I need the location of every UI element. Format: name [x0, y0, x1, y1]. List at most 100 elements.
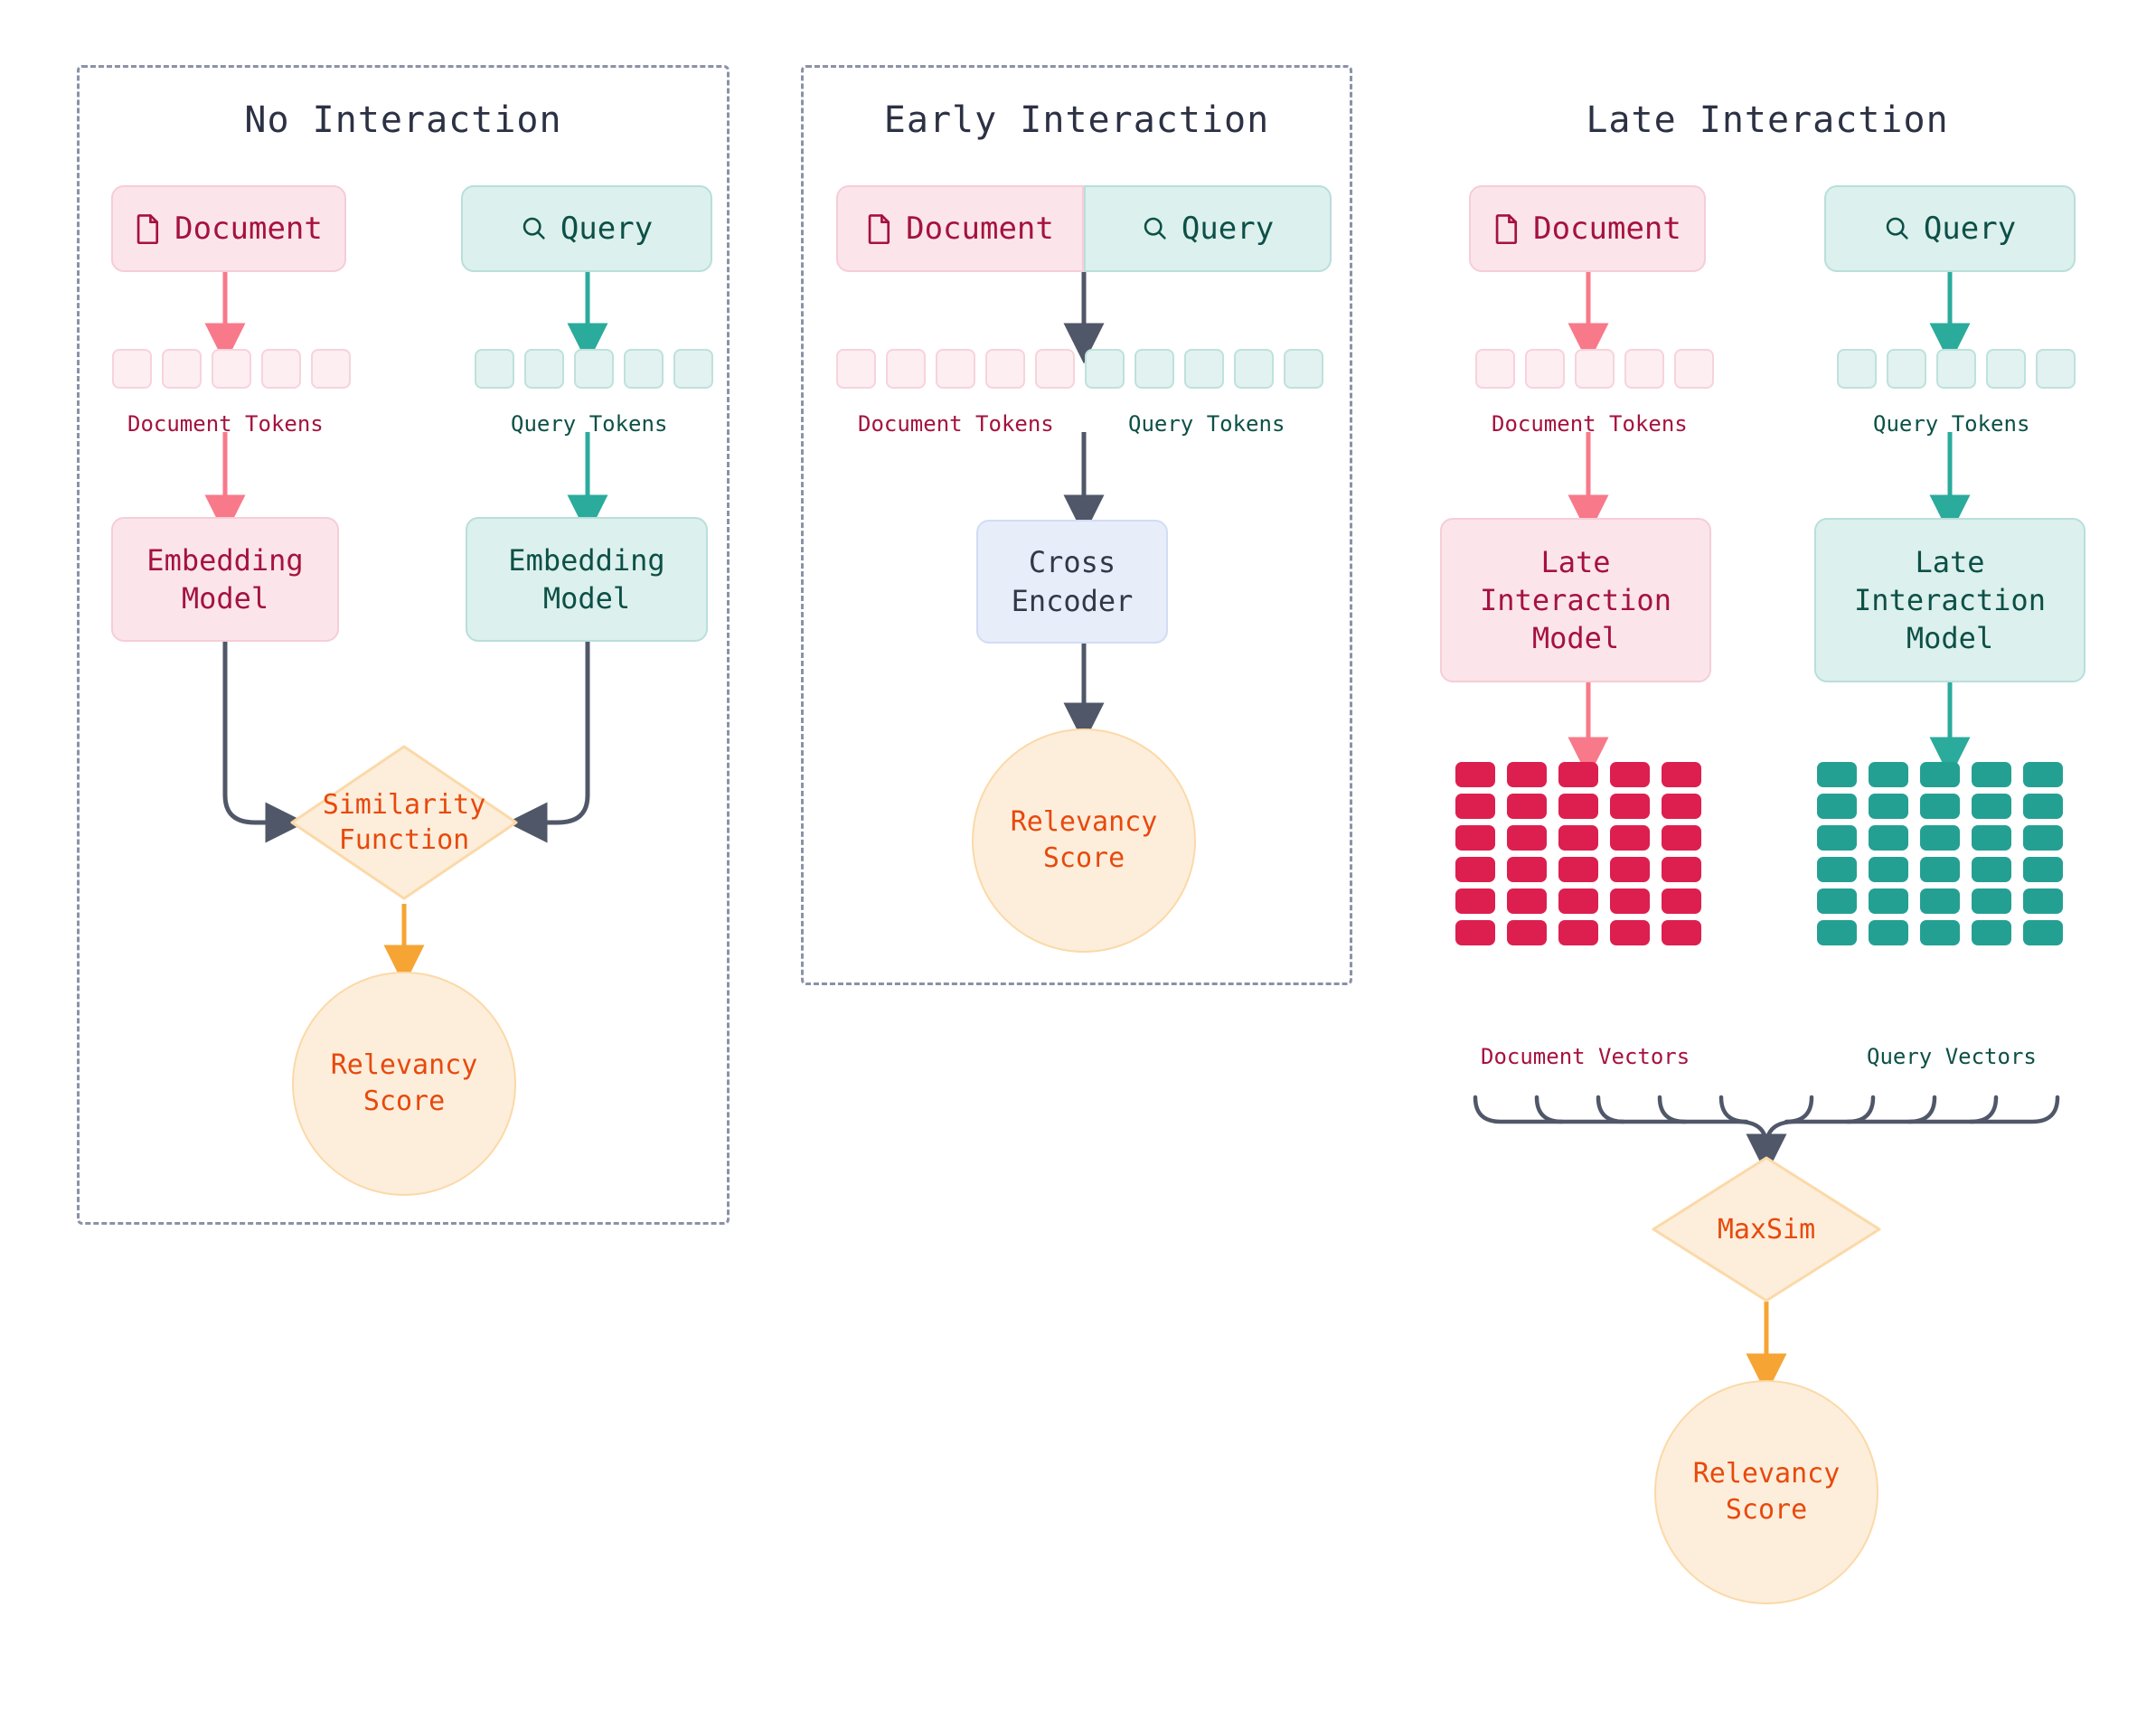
vector-cell [1610, 794, 1650, 819]
token-chip [1525, 349, 1565, 389]
document-node-label: Document [174, 210, 323, 247]
vector-cell [1869, 920, 1908, 945]
token-chip [311, 349, 351, 389]
vector-cell [1920, 794, 1960, 819]
vector-cell [1558, 888, 1598, 914]
token-chip [985, 349, 1025, 389]
token-chip [212, 349, 251, 389]
query-tokens-caption: Query Tokens [1873, 411, 2030, 437]
vector-cell [1662, 825, 1701, 851]
token-chip [261, 349, 301, 389]
panel-title-early-interaction: Early Interaction [883, 99, 1270, 141]
token-chip [574, 349, 614, 389]
document-tokens-late-interaction [1475, 349, 1714, 389]
token-chip [1837, 349, 1877, 389]
search-icon [521, 215, 548, 242]
vector-cell [1972, 825, 2011, 851]
vector-cell [1455, 857, 1495, 882]
document-node-early-interaction[interactable]: Document [836, 185, 1084, 272]
document-icon [1493, 213, 1520, 244]
token-chip [1284, 349, 1323, 389]
token-chip [1475, 349, 1515, 389]
token-chip [112, 349, 152, 389]
token-chip [1674, 349, 1714, 389]
document-node-no-interaction[interactable]: Document [111, 185, 346, 272]
query-tokens-caption: Query Tokens [511, 411, 668, 437]
token-chip [1184, 349, 1224, 389]
vector-cell [1869, 888, 1908, 914]
query-node-label: Query [1181, 210, 1275, 247]
vector-cell [1972, 857, 2011, 882]
panel-title-no-interaction: No Interaction [244, 99, 562, 141]
token-chip [524, 349, 564, 389]
relevancy-score-node-no-interaction[interactable]: Relevancy Score [292, 972, 516, 1196]
document-icon [866, 213, 893, 244]
token-chip [1887, 349, 1926, 389]
relevancy-score-node-early-interaction[interactable]: Relevancy Score [972, 729, 1196, 953]
token-chip [624, 349, 664, 389]
token-chip [673, 349, 713, 389]
vector-cell [1610, 920, 1650, 945]
query-tokens-caption: Query Tokens [1128, 411, 1285, 437]
similarity-function-node[interactable]: Similarity Function [287, 741, 522, 904]
vector-cell [2023, 762, 2063, 787]
vector-cell [1558, 920, 1598, 945]
vector-cell [1558, 762, 1598, 787]
document-node-late-interaction[interactable]: Document [1469, 185, 1706, 272]
vector-cell [1869, 794, 1908, 819]
token-chip [2036, 349, 2076, 389]
query-tokens-no-interaction [475, 349, 713, 389]
vector-cell [1972, 794, 2011, 819]
relevancy-score-node-late-interaction[interactable]: Relevancy Score [1654, 1380, 1878, 1604]
query-late-interaction-model-node[interactable]: Late Interaction Model [1814, 518, 2085, 682]
vector-cell [1455, 825, 1495, 851]
token-chip [1936, 349, 1976, 389]
vector-cell [1455, 888, 1495, 914]
maxsim-node[interactable]: MaxSim [1649, 1153, 1884, 1305]
vector-cell [2023, 794, 2063, 819]
vector-cell [1558, 857, 1598, 882]
query-embedding-model-node[interactable]: Embedding Model [466, 517, 708, 642]
document-tokens-caption: Document Tokens [858, 411, 1054, 437]
query-node-label: Query [560, 210, 654, 247]
query-node-early-interaction[interactable]: Query [1084, 185, 1332, 272]
token-chip [1234, 349, 1274, 389]
token-chip [1986, 349, 2026, 389]
token-chip [836, 349, 876, 389]
cross-encoder-node[interactable]: Cross Encoder [976, 520, 1168, 644]
query-node-no-interaction[interactable]: Query [461, 185, 712, 272]
document-tokens-early-interaction [836, 349, 1075, 389]
vector-cell [2023, 857, 2063, 882]
query-node-label: Query [1923, 210, 2017, 247]
search-icon [1884, 215, 1911, 242]
vector-cell [1610, 825, 1650, 851]
vector-cell [1869, 762, 1908, 787]
query-tokens-early-interaction [1085, 349, 1323, 389]
vector-cell [1817, 794, 1857, 819]
query-node-late-interaction[interactable]: Query [1824, 185, 2076, 272]
vector-cell [1558, 794, 1598, 819]
vector-cell [1455, 762, 1495, 787]
vector-cell [1507, 794, 1547, 819]
token-chip [886, 349, 926, 389]
panel-early-interaction [801, 65, 1352, 985]
vector-cell [1662, 888, 1701, 914]
vector-cell [2023, 825, 2063, 851]
vector-cell [1662, 920, 1701, 945]
maxsim-label: MaxSim [1717, 1213, 1816, 1246]
vector-cell [1455, 920, 1495, 945]
document-tokens-caption: Document Tokens [127, 411, 324, 437]
document-icon [135, 213, 162, 244]
document-embedding-model-node[interactable]: Embedding Model [111, 517, 339, 642]
token-chip [1134, 349, 1174, 389]
vector-cell [1972, 762, 2011, 787]
token-chip [1624, 349, 1664, 389]
document-late-interaction-model-node[interactable]: Late Interaction Model [1440, 518, 1711, 682]
vector-cell [1662, 794, 1701, 819]
vector-cell [1507, 920, 1547, 945]
token-chip [1085, 349, 1125, 389]
vector-cell [2023, 888, 2063, 914]
document-node-label: Document [906, 210, 1054, 247]
search-icon [1142, 215, 1169, 242]
